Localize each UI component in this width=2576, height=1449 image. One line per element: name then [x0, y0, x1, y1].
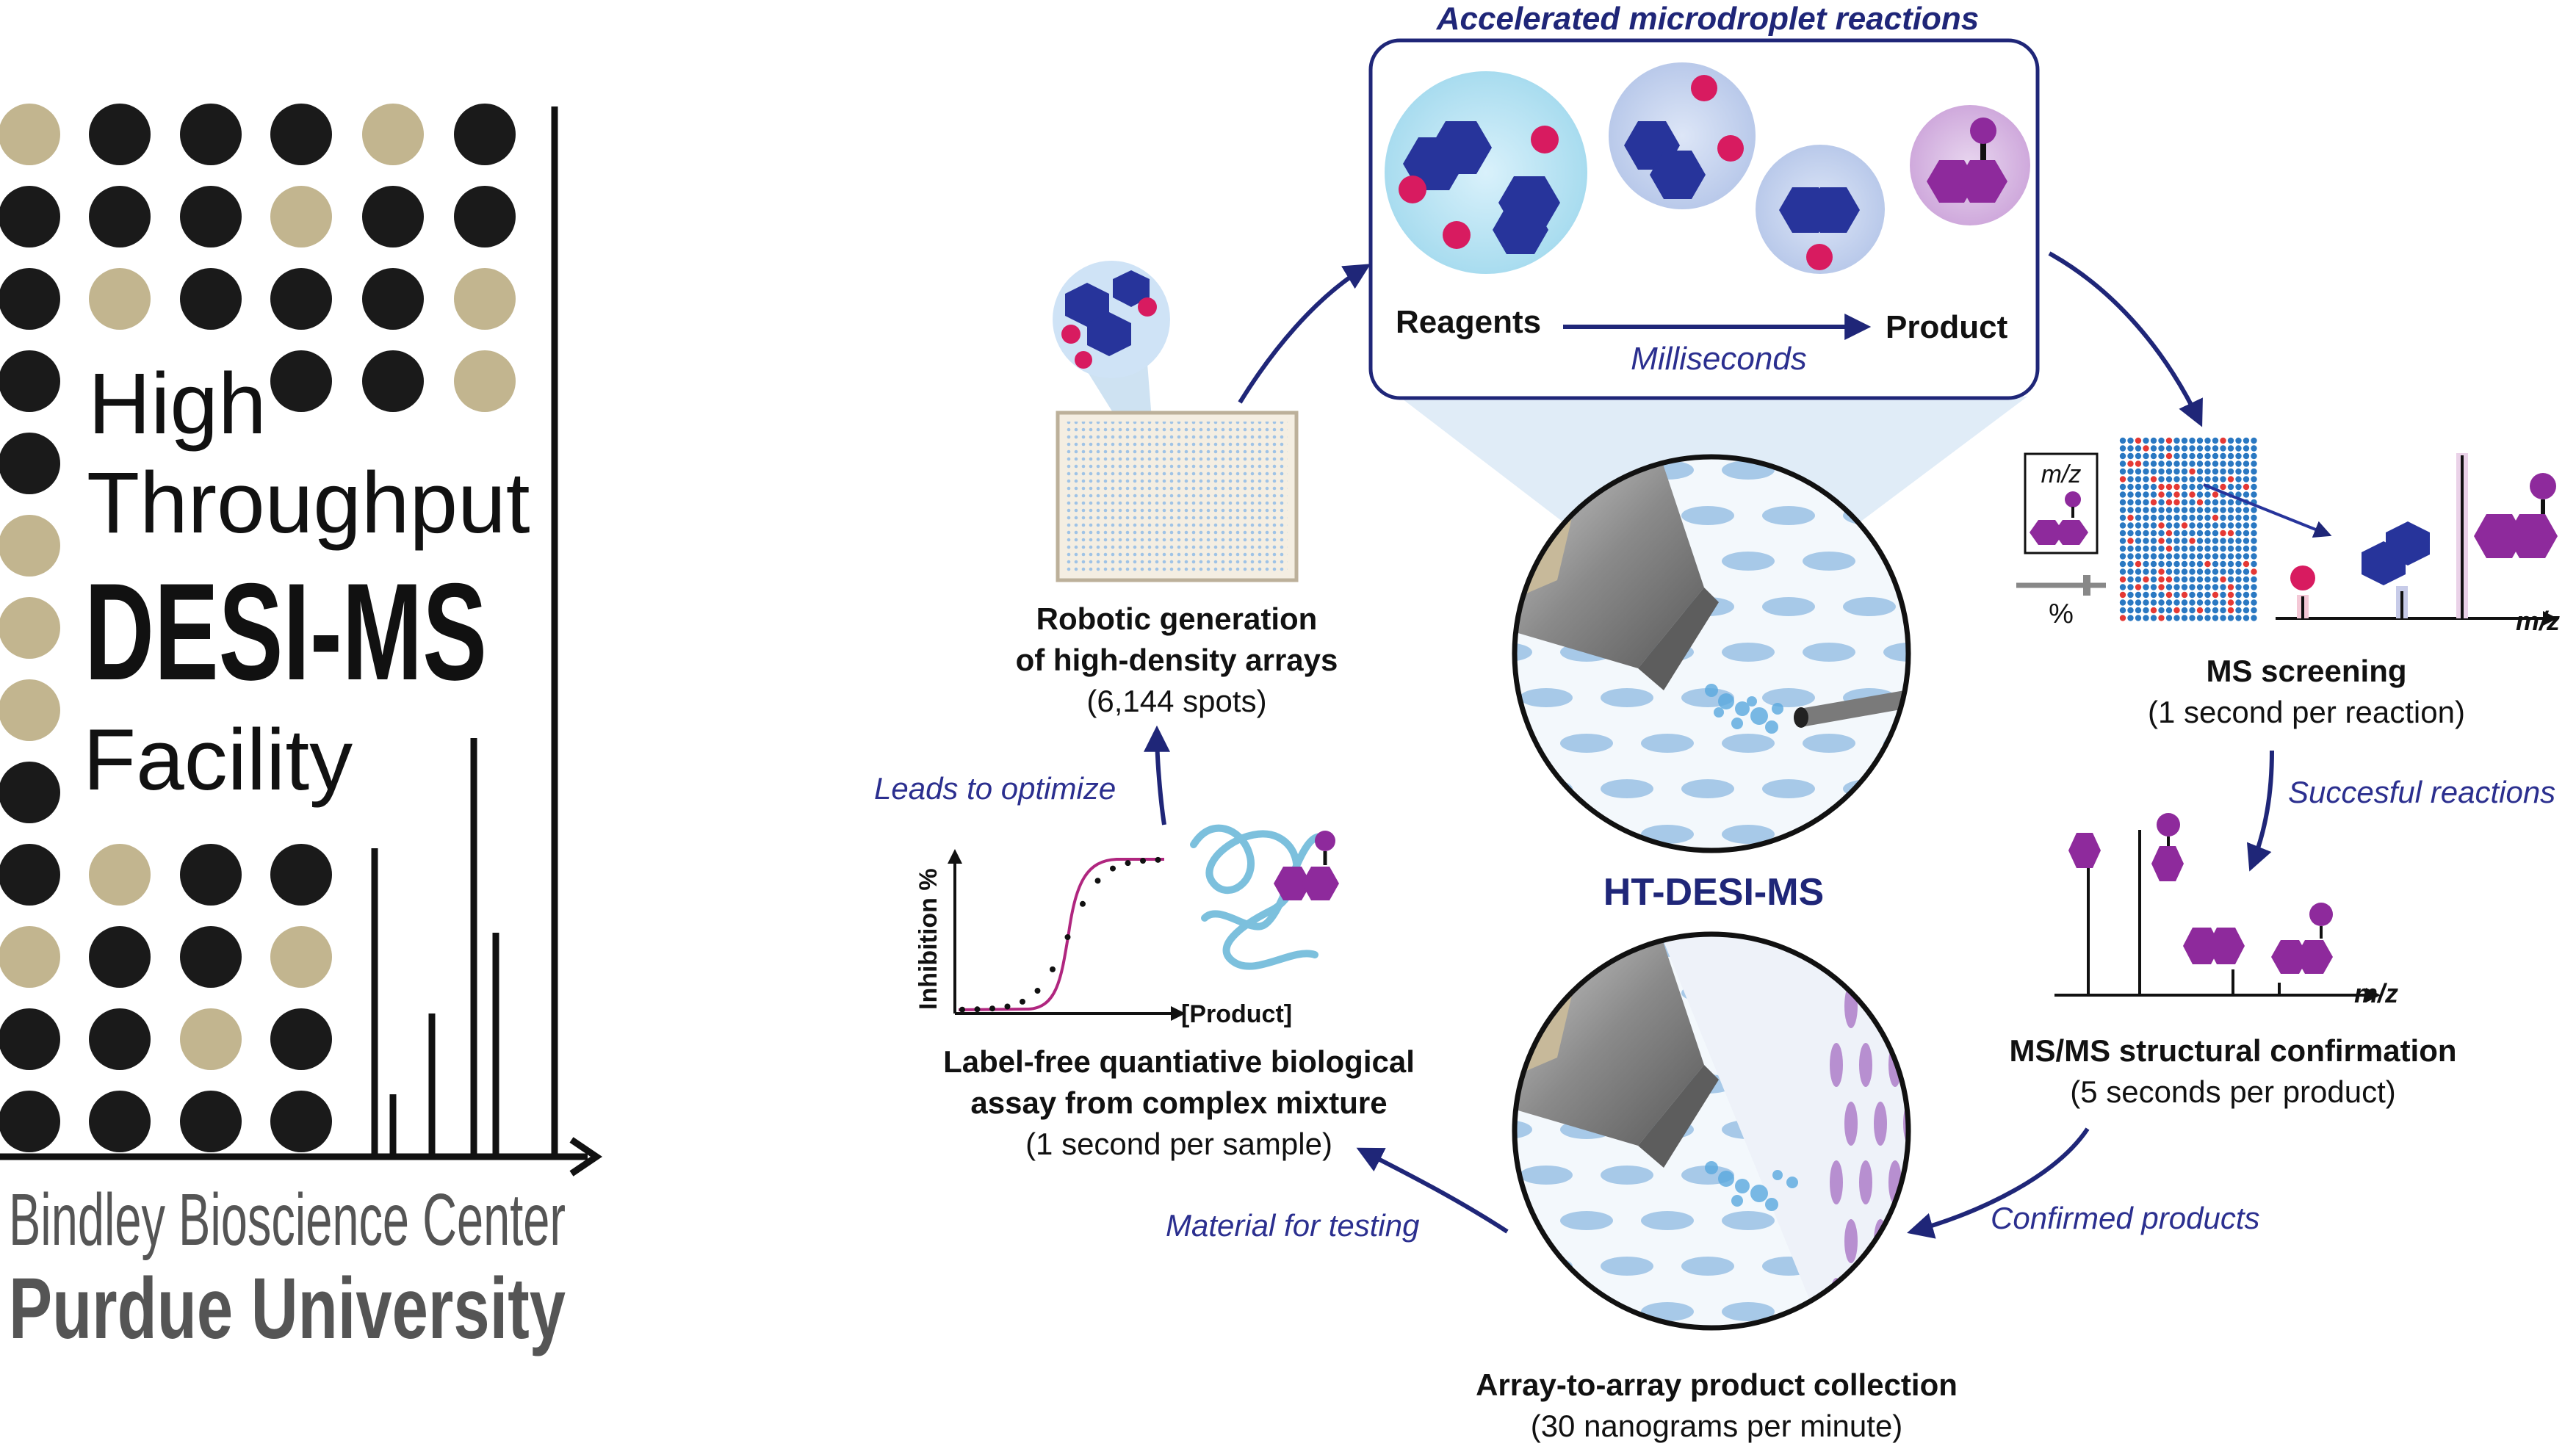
- collection-subtitle: (30 nanograms per minute): [1531, 1409, 1903, 1443]
- arrow-collection-to-assay: [1356, 1147, 1509, 1234]
- arrow-panel-to-screening: [2048, 251, 2203, 427]
- logo-line-desims: DESI-MS: [84, 554, 487, 709]
- logo-dot: [0, 926, 60, 988]
- logo-dot: [270, 186, 332, 247]
- arrays-subtitle: (6,144 spots): [1086, 684, 1266, 718]
- org-name-purdue: Purdue University: [9, 1260, 566, 1357]
- logo-line-high: High: [88, 355, 267, 452]
- screening-legend-pct: %: [2049, 599, 2074, 629]
- logo-dot: [89, 1091, 151, 1152]
- logo-dot: [89, 1008, 151, 1070]
- arrow-arrays-to-panel: [1238, 264, 1371, 404]
- reagent-dots-icon: [1399, 75, 1833, 270]
- arrays-title-line2: of high-density arrays: [1016, 643, 1338, 677]
- logo-dot-grid: [0, 104, 516, 1152]
- org-name-bindley: Bindley Bioscience Center: [9, 1179, 566, 1261]
- msms-spectrum-illustration: m/z: [2054, 813, 2398, 1008]
- ms-screening-illustration: m/z % m/z: [2016, 437, 2560, 636]
- assay-illustration: Inhibition % [Product]: [914, 824, 1339, 1028]
- reaction-time-label: Milliseconds: [1631, 341, 1807, 377]
- logo-dot: [270, 844, 332, 906]
- high-density-array-illustration: [1053, 261, 1299, 582]
- logo-dot: [362, 104, 424, 165]
- flow-label-leads: Leads to optimize: [874, 771, 1116, 806]
- logo-dot: [0, 268, 60, 330]
- logo-dot: [0, 350, 60, 412]
- logo-dot: [89, 268, 151, 330]
- logo-dot: [0, 186, 60, 247]
- logo-dot: [0, 1091, 60, 1152]
- logo-line-throughput: Throughput: [87, 455, 530, 552]
- logo-dot: [270, 268, 332, 330]
- screening-title: MS screening: [2206, 654, 2406, 688]
- logo-dot: [362, 350, 424, 412]
- logo-dot: [180, 1091, 242, 1152]
- logo-dot: [180, 104, 242, 165]
- product-molecule-icon: [1927, 118, 2007, 203]
- assay-subtitle: (1 second per sample): [1025, 1127, 1332, 1161]
- logo-dot: [362, 186, 424, 247]
- droplet-medium-icon: [1609, 62, 1756, 209]
- arrow-assay-to-arrays: [1144, 725, 1171, 825]
- product-collection-illustration: [1512, 931, 1911, 1331]
- logo-dot: [270, 1008, 332, 1070]
- logo-dot: [180, 1008, 242, 1070]
- logo-dot: [0, 104, 60, 165]
- logo-dot: [0, 762, 60, 823]
- logo-dot: [89, 926, 151, 988]
- screening-axis-mz: m/z: [2516, 606, 2560, 636]
- flow-label-successful: Succesful reactions: [2288, 775, 2555, 809]
- logo-axis-arrowhead: [569, 1137, 603, 1177]
- logo-dot: [0, 1008, 60, 1070]
- reagent-molecules-icon: [1403, 121, 1860, 254]
- assay-ylabel: Inhibition %: [914, 868, 942, 1010]
- microdroplet-panel: Accelerated microdroplet reactions: [1368, 1, 2040, 529]
- logo-dot: [454, 186, 516, 247]
- reagents-label: Reagents: [1396, 304, 1541, 340]
- flow-label-material: Material for testing: [1166, 1208, 1419, 1243]
- assay-title-line1: Label-free quantiative biological: [943, 1044, 1415, 1079]
- logo-dot: [89, 186, 151, 247]
- logo-dot: [454, 268, 516, 330]
- msms-title: MS/MS structural confirmation: [2009, 1033, 2456, 1068]
- arrow-screening-to-msms: [2246, 750, 2274, 872]
- logo-dot: [0, 844, 60, 906]
- flow-label-confirmed: Confirmed products: [1991, 1201, 2260, 1235]
- logo-dot: [270, 350, 332, 412]
- assay-xlabel: [Product]: [1181, 1000, 1292, 1028]
- logo-dot: [270, 926, 332, 988]
- logo-dot: [0, 679, 60, 741]
- msms-axis-mz: m/z: [2354, 978, 2398, 1008]
- collection-title: Array-to-array product collection: [1476, 1367, 1958, 1402]
- cycle-arrows: [1144, 251, 2274, 1239]
- logo-dot: [0, 597, 60, 659]
- logo-spectrum: [0, 106, 588, 1160]
- logo-dot: [180, 844, 242, 906]
- logo-dot: [180, 926, 242, 988]
- arrays-title-line1: Robotic generation: [1036, 601, 1318, 636]
- logo-dot: [362, 268, 424, 330]
- logo-dot: [180, 186, 242, 247]
- logo-dot: [89, 844, 151, 906]
- logo-dot: [0, 515, 60, 577]
- logo-dot: [89, 104, 151, 165]
- arrow-msms-to-collection: [1907, 1127, 2090, 1239]
- product-label: Product: [1886, 309, 2008, 345]
- msms-subtitle: (5 seconds per product): [2070, 1074, 2396, 1109]
- logo-dot: [270, 104, 332, 165]
- logo-dot: [180, 268, 242, 330]
- logo-dot: [454, 104, 516, 165]
- logo-line-facility: Facility: [83, 712, 353, 809]
- assay-title-line2: assay from complex mixture: [970, 1085, 1387, 1120]
- logo-title: High Throughput DESI-MS Facility: [83, 355, 530, 809]
- logo-dot: [0, 433, 60, 494]
- desi-instrument-illustration: [1512, 454, 1911, 853]
- center-label: HT-DESI-MS: [1603, 871, 1824, 914]
- screening-subtitle: (1 second per reaction): [2148, 695, 2465, 729]
- screening-legend-mz: m/z: [2041, 460, 2082, 488]
- logo-dot: [270, 1091, 332, 1152]
- logo-dot: [454, 350, 516, 412]
- microdroplet-panel-title: Accelerated microdroplet reactions: [1436, 1, 1979, 37]
